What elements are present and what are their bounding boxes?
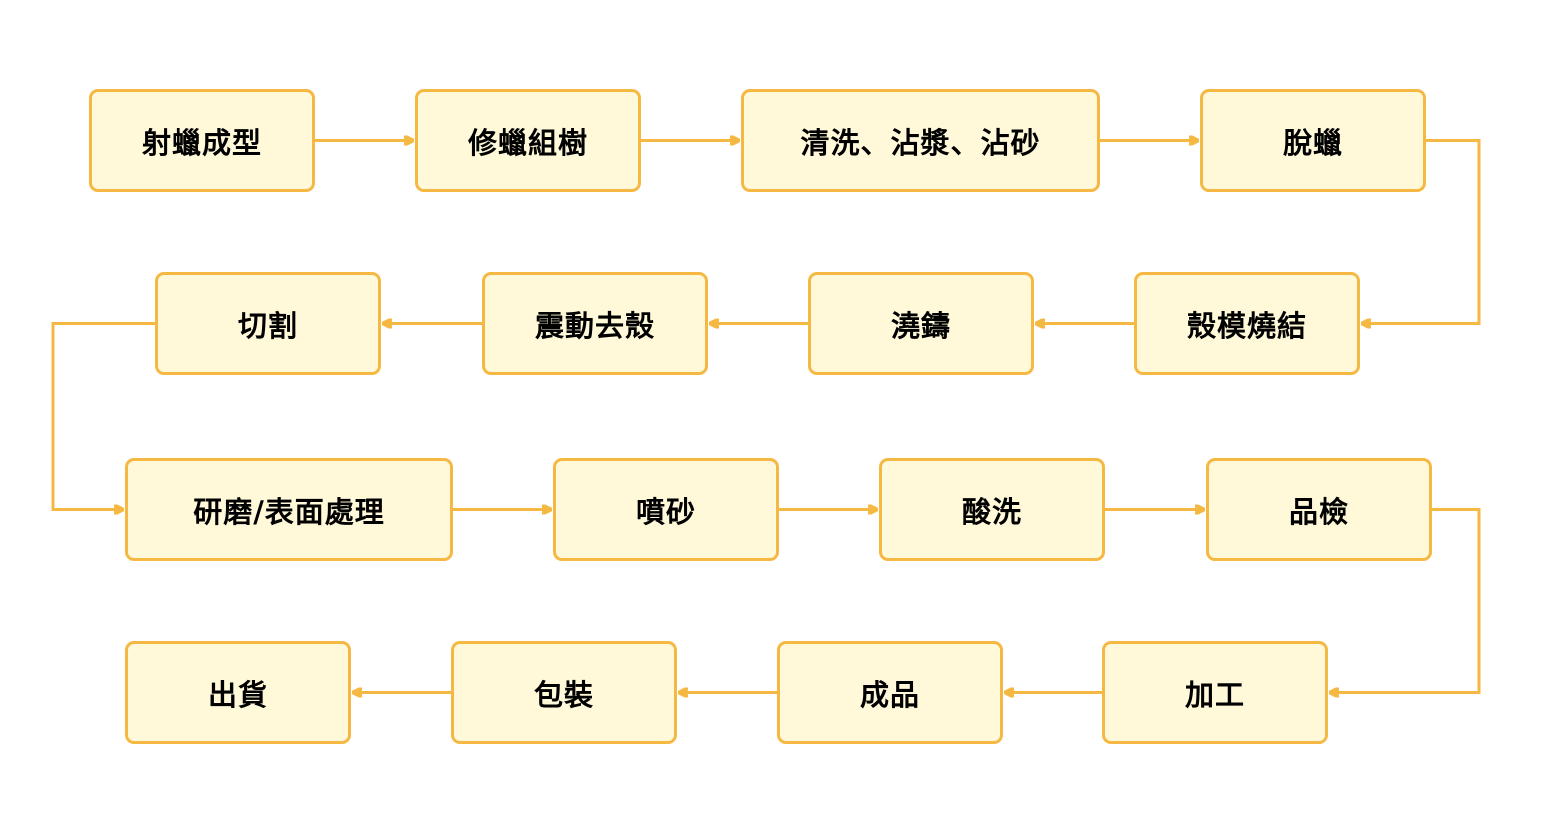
step-grinding-surface-treatment: 研磨/表面處理 [125,458,453,561]
step-pickling: 酸洗 [879,458,1105,561]
connector-arrow-s8-s9 [51,322,155,510]
step-finished-product: 成品 [777,641,1003,744]
step-machining: 加工 [1102,641,1328,744]
step-quality-inspection: 品檢 [1206,458,1432,561]
step-packaging: 包裝 [451,641,677,744]
step-shell-removal: 震動去殼 [482,272,708,375]
step-shipping: 出貨 [125,641,351,744]
step-clean-slurry-sand: 清洗、沾漿、沾砂 [741,89,1100,192]
step-wax-tree-assembly: 修蠟組樹 [415,89,641,192]
step-pouring: 澆鑄 [808,272,1034,375]
connector-arrow-s4-s5 [1362,139,1481,324]
step-dewax: 脫蠟 [1200,89,1426,192]
connector-arrow-s12-s13 [1330,508,1481,693]
step-cutting: 切割 [155,272,381,375]
step-shell-sintering: 殼模燒結 [1134,272,1360,375]
step-sandblasting: 噴砂 [553,458,779,561]
step-wax-injection: 射蠟成型 [89,89,315,192]
